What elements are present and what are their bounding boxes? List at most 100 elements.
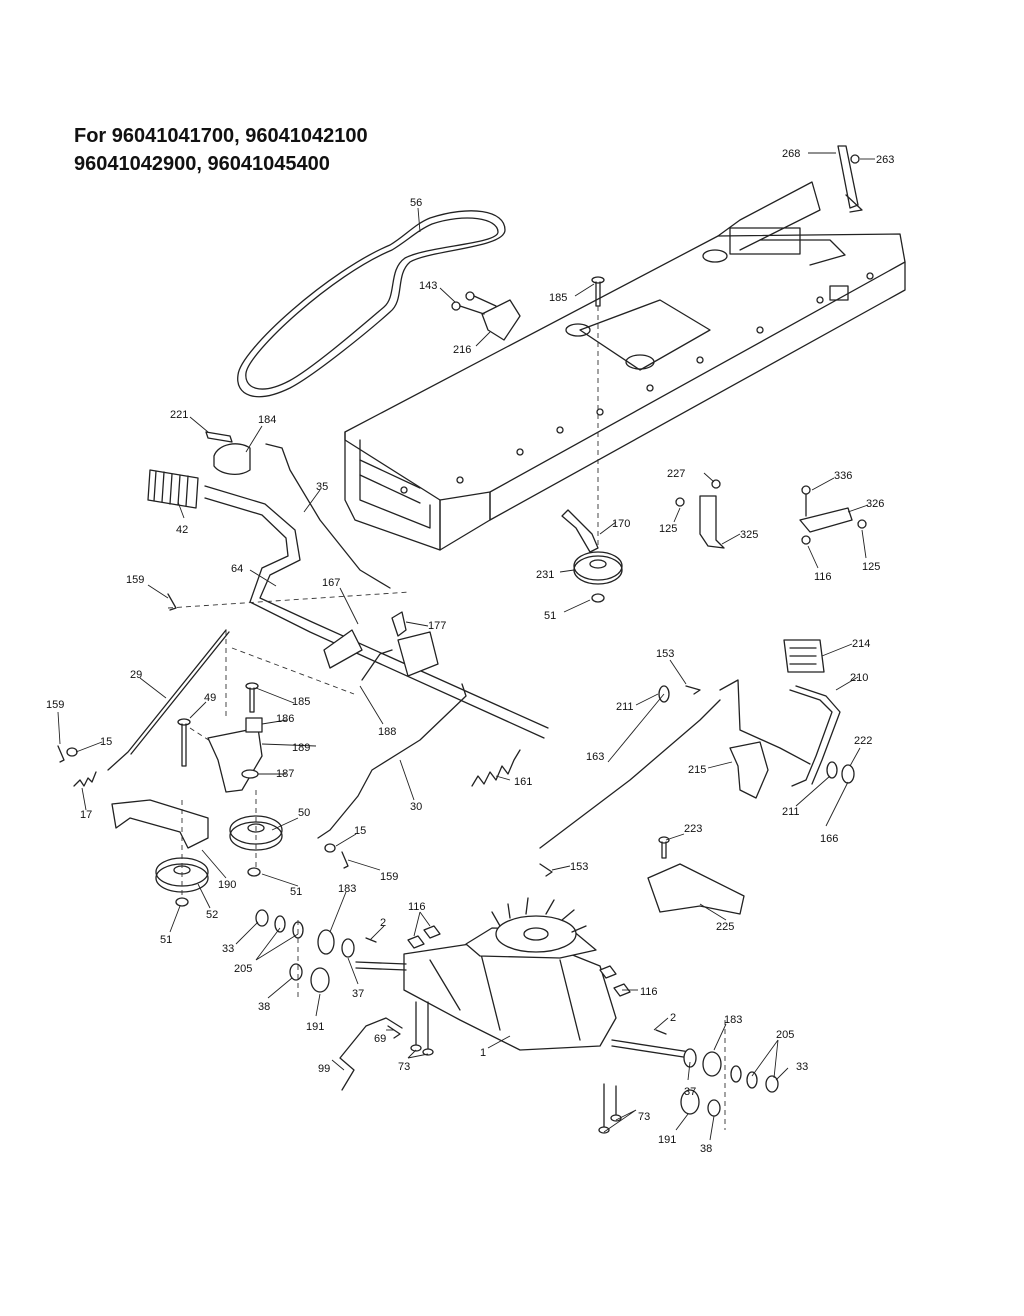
callout-205: 205: [776, 1029, 794, 1041]
axle-right: [611, 1039, 691, 1059]
callout-73: 73: [638, 1111, 650, 1123]
callout-30: 30: [410, 801, 422, 813]
drive-belt-56: [237, 210, 506, 398]
callout-161: 161: [514, 776, 532, 788]
knob-184: [213, 443, 251, 476]
callout-183: 183: [724, 1014, 742, 1026]
callout-177: 177: [428, 620, 446, 632]
callout-99: 99: [318, 1063, 330, 1075]
pulley-231: [573, 551, 623, 585]
clip-221: [205, 431, 233, 443]
bracket-216: [481, 299, 521, 341]
callout-225: 225: [716, 921, 734, 933]
nut-51-mid: [247, 867, 261, 877]
diagram-title-line-2: 96041042900, 96041045400: [74, 153, 330, 175]
bracket-326: [799, 507, 853, 533]
callout-188: 188: [378, 726, 396, 738]
callout-221: 221: [170, 409, 188, 421]
clip-69: [387, 1025, 401, 1039]
callout-15: 15: [354, 825, 366, 837]
pedal-215: [729, 741, 769, 799]
callout-33: 33: [796, 1061, 808, 1073]
callout-69: 69: [374, 1033, 386, 1045]
callout-336: 336: [834, 470, 852, 482]
callout-64: 64: [231, 563, 243, 575]
callout-38: 38: [700, 1143, 712, 1155]
bracket-188: [361, 631, 439, 681]
cotter-159-top: [167, 593, 177, 611]
callout-2: 2: [670, 1012, 676, 1024]
cable-35: [265, 443, 391, 589]
callout-50: 50: [298, 807, 310, 819]
callout-170: 170: [612, 518, 630, 530]
transaxle-1: [403, 897, 617, 1051]
callout-73: 73: [398, 1061, 410, 1073]
pedal-arm-210: [789, 685, 841, 787]
bolts-73-right: [598, 1083, 622, 1134]
callout-116: 116: [640, 986, 658, 998]
pedal-pad-214: [783, 639, 825, 673]
clip-177: [391, 611, 407, 637]
axle-hardware-right: [655, 1029, 779, 1117]
callout-1: 1: [480, 1047, 486, 1059]
callout-38: 38: [258, 1001, 270, 1013]
callout-42: 42: [176, 524, 188, 536]
spacer-186: [245, 717, 263, 733]
shaft-64: [204, 485, 549, 739]
axle-hardware-left: [255, 909, 377, 993]
callout-153: 153: [570, 861, 588, 873]
callout-326: 326: [866, 498, 884, 510]
screw-116-right: [801, 535, 811, 545]
callout-49: 49: [204, 692, 216, 704]
callout-159: 159: [126, 574, 144, 586]
spring-17: [73, 771, 97, 787]
callout-263: 263: [876, 154, 894, 166]
axle-left: [355, 961, 407, 971]
callout-231: 231: [536, 569, 554, 581]
bolts-143: [451, 291, 497, 315]
callout-51: 51: [160, 934, 172, 946]
idler-arm-170: [561, 509, 599, 553]
callout-163: 163: [586, 751, 604, 763]
callout-191: 191: [658, 1134, 676, 1146]
callout-37: 37: [352, 988, 364, 1000]
clip-153-low: [539, 863, 553, 877]
bracket-325: [699, 495, 725, 549]
callout-56: 56: [410, 197, 422, 209]
shaft-assembly-163: [719, 679, 811, 765]
washer-187: [241, 769, 259, 779]
clip-153-top: [685, 685, 701, 695]
bolt-49: [177, 718, 191, 767]
callout-223: 223: [684, 823, 702, 835]
bolts-73-left: [410, 1001, 434, 1056]
callout-15: 15: [100, 736, 112, 748]
callout-159: 159: [380, 871, 398, 883]
washer-222: [841, 764, 855, 784]
callout-211: 211: [616, 701, 634, 713]
grip-42: [147, 469, 199, 509]
callout-166: 166: [820, 833, 838, 845]
washer-15-left: [66, 747, 78, 757]
bolt-185-mid: [245, 682, 259, 713]
bracket-167: [323, 629, 363, 669]
nut-51-low: [175, 897, 189, 907]
washer-15-mid: [324, 843, 336, 853]
callout-167: 167: [322, 577, 340, 589]
nut-51-top: [591, 593, 605, 603]
callout-211: 211: [782, 806, 800, 818]
callout-325: 325: [740, 529, 758, 541]
screw-336: [801, 485, 811, 517]
callout-35: 35: [316, 481, 328, 493]
callout-214: 214: [852, 638, 870, 650]
callout-125: 125: [862, 561, 880, 573]
callout-153: 153: [656, 648, 674, 660]
bypass-rod-99: [339, 1017, 403, 1091]
nuts-116-top: [407, 925, 441, 949]
guard-190: [111, 799, 209, 849]
screw-263: [850, 154, 860, 164]
callout-184: 184: [258, 414, 276, 426]
callout-191: 191: [306, 1021, 324, 1033]
screw-125-left: [675, 497, 685, 507]
diagram-title-line-1: For 96041041700, 96041042100: [74, 125, 368, 147]
screw-223: [658, 836, 670, 859]
